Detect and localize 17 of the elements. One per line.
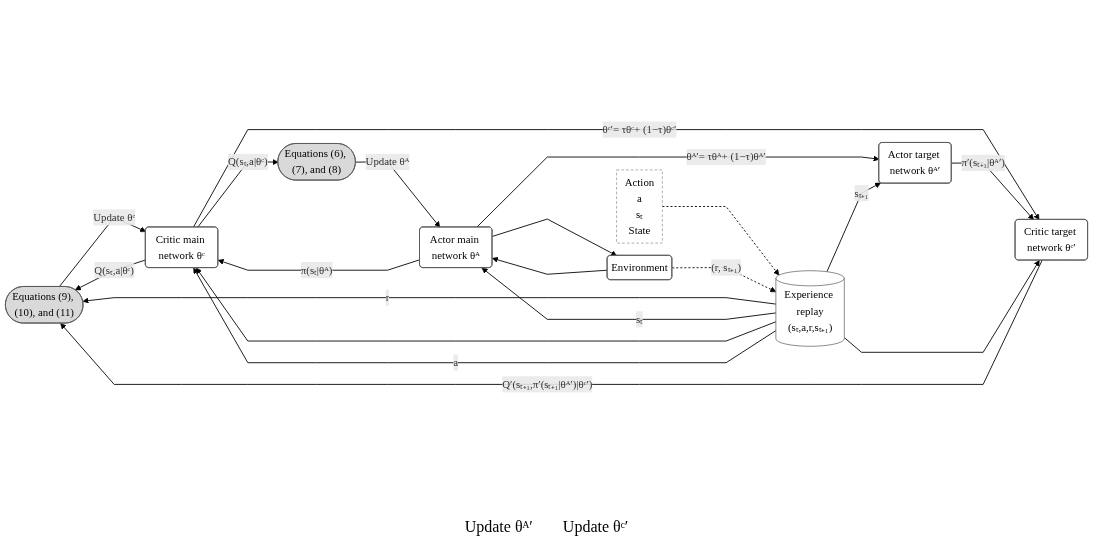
edge-label: r (385, 291, 390, 304)
edge-label: θᴬ′= τθᴬ+ (1−τ)θᴬ′ (686, 150, 766, 163)
edge-label: θᶜ′= τθᶜ+ (1−τ)θᶜ′ (602, 123, 677, 136)
update-note: Update θᶜ′ (562, 518, 629, 536)
update-note: Update θᴬ′ (464, 518, 533, 536)
edge-label: Q(sₜ,a|θᶜ) (228, 155, 268, 168)
edge-label: (r, sₜ₊₁) (711, 261, 742, 273)
edge-label: Q′(sₜ₊₁,π′(sₜ₊₁|θᴬ′)|θᶜ′) (502, 378, 593, 390)
edge-label: Update θᴬ (365, 155, 410, 168)
edge-label: a (453, 356, 459, 369)
edge-label: π(sₜ|θᴬ) (300, 264, 333, 276)
edge-label: sₜ₊₁ (854, 187, 869, 199)
edge-label: Update θᶜ (93, 211, 136, 223)
edge-label: π′(sₜ₊₁|θᴬ′) (961, 156, 1005, 169)
node-box: Action a sₜ State (616, 169, 663, 244)
edge-label: sₜ (636, 313, 643, 325)
edge-label: Q(sₜ,a|θᶜ) (94, 264, 134, 276)
